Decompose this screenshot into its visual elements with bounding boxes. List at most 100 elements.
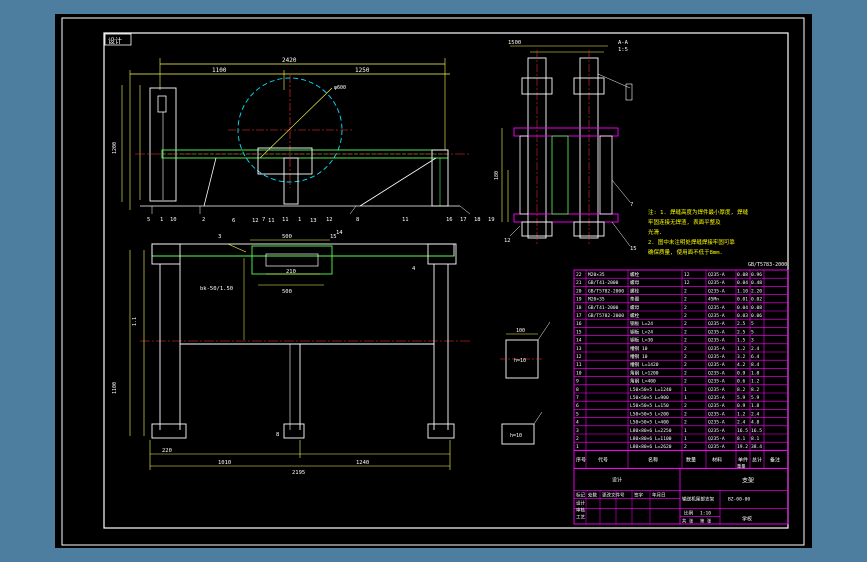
title-bottom-label: 工艺	[576, 514, 585, 520]
pulley-radius-leader	[259, 87, 333, 159]
bom-cell: 19	[576, 297, 582, 303]
bom-cell: 2	[684, 288, 687, 294]
bom-cell: 2.20	[751, 288, 762, 294]
title-drawing-code: BZ-00-00	[728, 496, 750, 502]
bom-cell: 5	[751, 329, 754, 335]
bom-cell: Q235-A	[708, 411, 725, 417]
model-space-canvas[interactable]	[55, 14, 812, 548]
plan-center-inner	[265, 253, 319, 267]
title-scale-value: 1:10	[700, 510, 711, 516]
bom-header-label: 总计	[752, 456, 762, 463]
detail-dim-h10-a: h=10	[514, 358, 526, 364]
note-line-2: 牢固连接无焊渣, 表面平整及	[648, 218, 721, 226]
detail-dim-h10-b: h=10	[510, 433, 522, 439]
plan-right-end	[427, 243, 457, 265]
bom-cell: 2	[684, 321, 687, 327]
bom-cell: 1.8	[751, 370, 760, 376]
bom-cell: 5	[576, 411, 579, 417]
nut-right-bottom	[573, 221, 605, 237]
bom-cell: Q235-A	[708, 288, 725, 294]
balloon-row-plan: 3 6 12 11 13 14 15 4 8	[218, 218, 416, 438]
detail-b	[501, 423, 535, 445]
dim-text-220: 220	[162, 448, 172, 454]
bom-cell: 0.6	[737, 379, 746, 385]
sheet-outer-border	[61, 17, 805, 546]
bom-cell: 8.2	[737, 387, 746, 393]
bom-cell: L80×80×6 L=2250	[630, 428, 672, 434]
bom-cell: 21	[576, 280, 582, 286]
bom-cell: Q235-A	[708, 321, 725, 327]
bom-cell: GB/T5782-2000	[588, 313, 624, 319]
section-label: A-A	[618, 40, 629, 46]
dim-text-2195: 2195	[292, 470, 305, 476]
bom-cell: 6	[576, 403, 579, 409]
bom-cell: 1.8	[751, 403, 760, 409]
bom-cell: L50×50×5 L=150	[630, 403, 669, 409]
title-sig-label: 年月日	[652, 491, 666, 498]
note-line-3: 光滑.	[648, 228, 662, 236]
balloon-19: 19	[488, 217, 495, 223]
balloon-11b: 11	[402, 217, 409, 223]
bom-cell: 0.04	[737, 280, 748, 286]
bom-cell: 17	[576, 313, 582, 319]
bom-cell: 0.08	[737, 272, 748, 278]
dim-text-2420: 2420	[282, 57, 297, 64]
bom-cell: 螺栓	[630, 287, 640, 294]
bom-header-label: 备注	[770, 456, 780, 463]
title-company: 学校	[742, 515, 752, 522]
bom-cell: 槽钢 10	[630, 353, 648, 360]
bom-cell: 8.1	[751, 436, 760, 442]
bom-cell: 螺栓	[630, 271, 640, 278]
balloon-1: 1	[160, 217, 163, 223]
bom-cell: 9	[576, 379, 579, 385]
left-post-flange	[157, 95, 167, 113]
bom-cell: L50×50×5 L=400	[630, 420, 669, 426]
title-sig-label: 更改文件号	[602, 491, 625, 498]
balloon-5: 5	[147, 217, 150, 223]
title-sig-label: 处数	[588, 491, 597, 498]
bom-cell: 15	[576, 329, 582, 335]
dim-text-phi600: φ600	[334, 85, 346, 91]
bom-cell: 45Mn	[708, 297, 719, 303]
bom-cell: 0.96	[751, 272, 762, 278]
balloon-17: 17	[460, 217, 467, 223]
plan-view	[129, 239, 470, 470]
bom-cell: 2	[684, 362, 687, 368]
bom-cell: Q235-A	[708, 362, 725, 368]
section-ratio: 1:5	[618, 47, 628, 53]
bom-cell: 钢板 L=24	[630, 320, 653, 327]
detail-views	[500, 321, 551, 445]
title-stamp: 设计	[612, 476, 622, 483]
bom-cell: 38.4	[751, 444, 762, 450]
bom-cell: 16.5	[737, 428, 748, 434]
middle-bracket	[257, 147, 313, 175]
bom-cell: 2	[684, 411, 687, 417]
bom-header-label: 代号	[598, 456, 608, 463]
balloon-15: 15	[330, 234, 337, 240]
balloon-leader	[509, 225, 521, 237]
section-dim-180: 180	[494, 171, 500, 180]
bom-cell: GB/T5782-2000	[588, 288, 624, 294]
bom-cell: 16.5	[751, 428, 762, 434]
bom-cell: 8	[576, 387, 579, 393]
bom-cell: 8.4	[751, 362, 760, 368]
balloon-11: 11	[282, 217, 289, 223]
bom-cell: Q235-A	[708, 272, 725, 278]
bom-cell: 8.1	[737, 436, 746, 442]
bom-cell: Q235-A	[708, 379, 725, 385]
bom-cell: Q235-A	[708, 387, 725, 393]
bom-cell: 20	[576, 288, 582, 294]
note-line-4: 2. 图中未注明处焊缝焊接牢固可靠	[648, 238, 735, 246]
title-sig-label: 签字	[634, 491, 643, 498]
bom-cell: GB/T41-2000	[588, 280, 619, 286]
bom-cell: 2	[684, 379, 687, 385]
bom-cell: 螺母	[630, 304, 640, 311]
bom-cell: 6.4	[751, 354, 760, 360]
bom-cell: 2.4	[737, 420, 746, 426]
balloon-leader	[611, 179, 631, 203]
bom-cell: 3.2	[737, 354, 746, 360]
bom-cell: 4.2	[737, 362, 746, 368]
dim-text-bk: bk-50/1.50	[200, 286, 233, 292]
bom-cell: L50×50×5 L=200	[630, 411, 669, 417]
